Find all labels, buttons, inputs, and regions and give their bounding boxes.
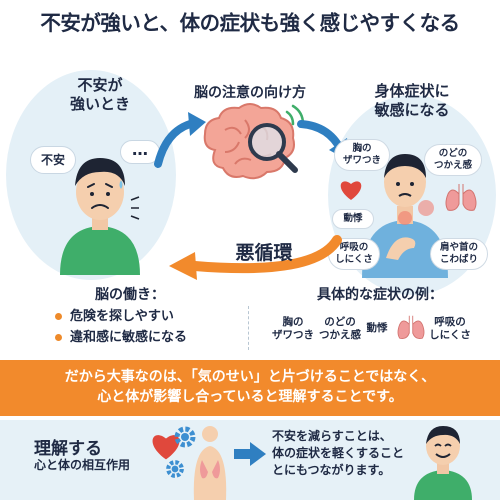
example-text: ザワつき (272, 329, 314, 341)
heart-small-icon (152, 435, 180, 460)
anxiety-speech-bubble: 不安 (30, 146, 76, 174)
banner-line1: だから大事なのは、「気のせい」と片づけることではなく、 (64, 369, 436, 385)
conclusion-line3: とにもつながります。 (272, 463, 391, 477)
symptom-throat: のどの つかえ感 (424, 144, 482, 176)
conclusion-line1: 不安を減らすことは、 (272, 429, 392, 443)
message-banner (0, 360, 500, 416)
brain-attention-label: 脳の注意の向け方 (194, 85, 306, 101)
list-item: 違和感に敏感になる (55, 327, 187, 348)
example-heart-flutter: 胸の ザワつき (268, 316, 318, 342)
bullet-text: 危険を探しやすい (70, 309, 174, 324)
vicious-cycle-label: 悪循環 (235, 242, 293, 264)
symptom-text: のどの (438, 148, 468, 159)
symptom-text: こわばり (439, 254, 478, 265)
bullet-text: 違和感に敏感になる (70, 330, 188, 345)
symptom-text: つかえ感 (433, 160, 472, 171)
example-text: 呼吸の (434, 316, 466, 328)
brain-magnifier-icon (203, 103, 305, 180)
brain-work-title: 脳の働き： (95, 287, 165, 303)
message-banner-text: だから大事なのは、「気のせい」と片づけることではなく、 心と体が影響し合っている… (0, 367, 500, 407)
symptom-heart-flutter: 胸の ザワつき (334, 139, 390, 171)
section-divider (248, 306, 249, 350)
page-title: 不安が強いと、体の症状も強く感じやすくなる (40, 11, 460, 35)
banner-line2: 心と体が影響し合っていると理解することです。 (97, 389, 403, 405)
symptom-text: しにくさ (335, 254, 373, 265)
brain-work-list: 危険を探しやすい 違和感に敏感になる (55, 306, 187, 348)
gear-icon (174, 426, 196, 448)
anxious-person-icon (60, 158, 140, 275)
symptom-text: 肩や首の (439, 242, 478, 253)
list-item: 危険を探しやすい (55, 306, 187, 327)
anxiety-label-line1: 不安が (77, 76, 123, 94)
anxiety-label: 不安が 強いとき (60, 76, 140, 114)
example-text: しにくさ (429, 329, 471, 341)
bullet-icon (55, 334, 62, 341)
sensitive-label-line2: 敏感になる (374, 101, 450, 119)
gear-small-icon (166, 460, 184, 478)
conclusion-line2: 体の症状を軽くすること (272, 446, 405, 460)
smiling-person-icon (414, 426, 472, 500)
arrow-to-brain-icon (154, 112, 206, 168)
symptom-text: ザワつき (342, 155, 381, 166)
example-throat: のどの つかえ感 (314, 316, 366, 342)
sensitive-label: 身体症状に 敏感になる (352, 82, 472, 120)
symptom-breathing: 呼吸の しにくさ (328, 238, 380, 270)
thought-bubble: … (120, 140, 160, 164)
examples-title: 具体的な症状の例： (317, 287, 443, 303)
symptom-shoulders: 肩や首の こわばり (430, 238, 488, 270)
symptom-palpitation: 動悸 (332, 209, 374, 229)
example-text: つかえ感 (319, 329, 361, 341)
sensitive-label-line1: 身体症状に (374, 82, 450, 100)
bullet-icon (55, 313, 62, 320)
example-breathing: 呼吸の しにくさ (426, 316, 474, 342)
symptom-text: 呼吸の (339, 242, 369, 253)
arrow-right-icon (234, 442, 266, 466)
understand-subtitle: 心と体の相互作用 (34, 458, 131, 472)
example-text: 胸の (282, 316, 304, 328)
vicious-cycle-arrow-icon (169, 235, 342, 280)
understand-title: 理解する (34, 439, 102, 459)
anxiety-label-line2: 強いとき (69, 95, 130, 113)
lungs-example-icon (397, 315, 425, 340)
conclusion-text: 不安を減らすことは、 体の症状を軽くすること とにもつながります。 (272, 428, 404, 479)
body-silhouette-icon (193, 426, 227, 500)
symptomatic-person-icon (362, 154, 448, 278)
example-palpitation: 動悸 (366, 322, 388, 334)
heart-icon (340, 181, 362, 200)
lungs-icon (445, 184, 477, 211)
example-text: のどの (324, 316, 356, 328)
symptom-text: 胸の (352, 143, 372, 154)
